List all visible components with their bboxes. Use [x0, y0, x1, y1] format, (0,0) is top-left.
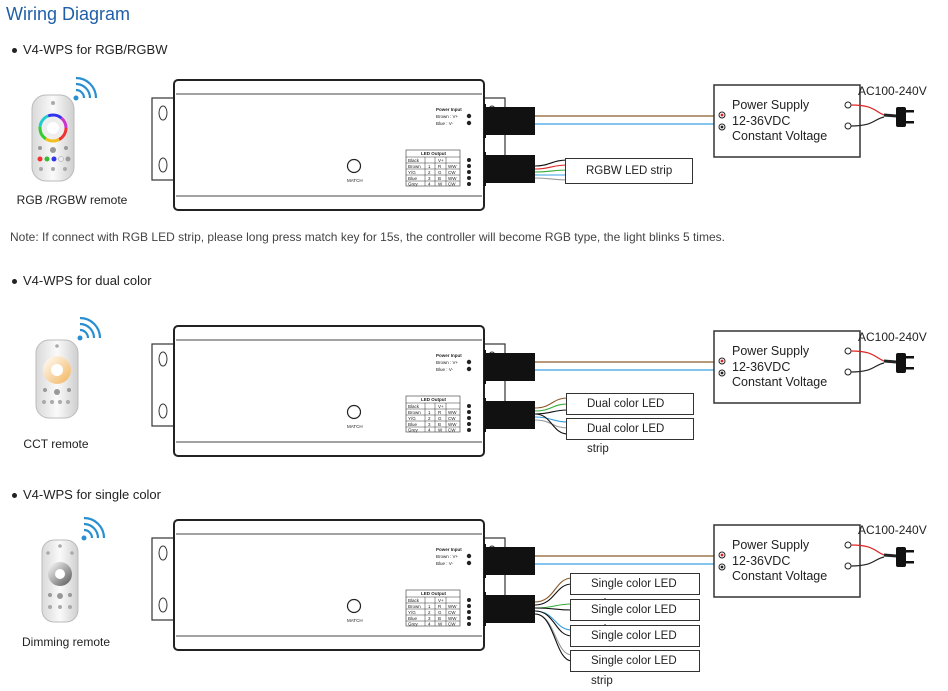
wireless-signal-icon [80, 516, 106, 542]
psu-line1: Power Supply [732, 538, 810, 552]
bullet-icon [12, 493, 17, 499]
led-strip-rgbw: RGBW LED strip [565, 158, 693, 184]
section-heading-text: V4-WPS for RGB/RGBW [23, 42, 168, 57]
led-strip-label: Dual color LED strip [587, 423, 665, 455]
remote-dimming [41, 539, 79, 623]
remote-rgbw [31, 94, 75, 182]
led-strip-label: RGBW LED strip [586, 165, 673, 177]
controller-dual [151, 325, 536, 457]
section-heading-dual: V4-WPS for dual color [12, 273, 152, 288]
psu-line3: Constant Voltage [732, 129, 828, 143]
psu-label-dual: Power Supply 12-36VDC Constant Voltage [732, 344, 827, 391]
page-title: Wiring Diagram [6, 4, 131, 24]
psu-label-single: Power Supply 12-36VDC Constant Voltage [732, 538, 827, 585]
ac-input-label: AC100-240V [858, 84, 927, 98]
section-heading-single: V4-WPS for single color [12, 487, 161, 502]
psu-line2: 12-36VDC [732, 113, 791, 128]
ac-input-label: AC100-240V [858, 523, 927, 537]
remote-label-rgbw: RGB /RGBW remote [16, 193, 128, 207]
psu-line3: Constant Voltage [732, 569, 828, 583]
ac-input-label: AC100-240V [858, 330, 927, 344]
led-strip-dual-2: Dual color LED strip [566, 418, 694, 455]
led-strip-single-2: Single color LED strip [570, 599, 700, 636]
remote-label-cct: CCT remote [23, 437, 89, 451]
led-strip-dual-1: Dual color LED strip [566, 393, 694, 430]
psu-line2: 12-36VDC [732, 359, 791, 374]
section-heading-rgbw: V4-WPS for RGB/RGBW [12, 42, 167, 57]
psu-line3: Constant Voltage [732, 375, 828, 389]
wireless-signal-icon [72, 76, 98, 102]
controller-single [151, 519, 536, 651]
psu-line2: 12-36VDC [732, 553, 791, 568]
bullet-icon [12, 48, 17, 54]
controller-rgbw [151, 79, 536, 211]
remote-cct [35, 339, 79, 419]
psu-line1: Power Supply [732, 98, 810, 112]
led-strip-single-4: Single color LED strip [570, 650, 700, 687]
led-strip-single-3: Single color LED strip [570, 625, 700, 662]
output-wires-dual [534, 397, 569, 435]
psu-label-rgbw: Power Supply 12-36VDC Constant Voltage [732, 98, 827, 145]
remote-label-dimming: Dimming remote [21, 635, 111, 649]
wireless-signal-icon [76, 316, 102, 342]
led-strip-single-1: Single color LED strip [570, 573, 700, 610]
note-text: Note: If connect with RGB LED strip, ple… [10, 230, 725, 244]
bullet-icon [12, 279, 17, 285]
psu-line1: Power Supply [732, 344, 810, 358]
output-wires-single [534, 577, 573, 662]
section-heading-text: V4-WPS for single color [23, 487, 161, 502]
output-wires-rgbw [534, 159, 569, 181]
section-heading-text: V4-WPS for dual color [23, 273, 152, 288]
